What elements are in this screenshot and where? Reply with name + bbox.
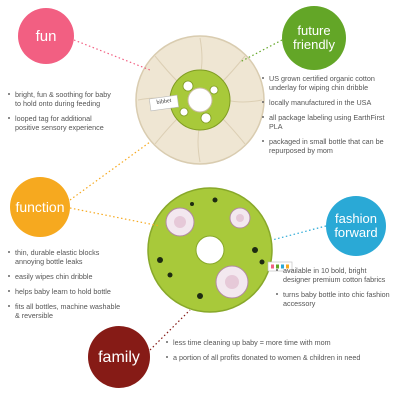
fun-title: fun bbox=[35, 27, 57, 45]
future-friendly-circle: future friendly bbox=[282, 6, 346, 70]
list-item: less time cleaning up baby = more time w… bbox=[166, 338, 366, 347]
list-item: locally manufactured in the USA bbox=[262, 98, 394, 107]
fun-bullet-list: bright, fun & soothing for baby to hold … bbox=[8, 90, 118, 138]
green-scrunchie-image bbox=[147, 187, 293, 313]
family-circle: family bbox=[88, 326, 150, 388]
future-bullet-list: US grown certified organic cotton underl… bbox=[262, 74, 394, 161]
list-item: easily wipes chin dribble bbox=[8, 272, 126, 281]
list-item: turns baby bottle into chic fashion acce… bbox=[276, 290, 394, 308]
function-connector-line bbox=[69, 141, 151, 201]
list-item: thin, durable elastic blocks annoying bo… bbox=[8, 248, 126, 266]
function-title: function bbox=[15, 198, 65, 215]
function-connector-line-2 bbox=[69, 207, 161, 227]
fashion-title-line1: fashion bbox=[335, 211, 377, 226]
function-bullet-list: thin, durable elastic blocks annoying bo… bbox=[8, 248, 126, 326]
list-item: US grown certified organic cotton underl… bbox=[262, 74, 394, 92]
list-item: looped tag for additional positive senso… bbox=[8, 114, 118, 132]
fashion-forward-circle: fashion forward bbox=[326, 196, 386, 256]
fun-circle: fun bbox=[18, 8, 74, 64]
future-title-line2: friendly bbox=[293, 37, 335, 52]
fashion-bullet-list: available in 10 bold, bright designer pr… bbox=[276, 266, 394, 314]
list-item: available in 10 bold, bright designer pr… bbox=[276, 266, 394, 284]
future-connector-line bbox=[239, 39, 283, 63]
family-title: family bbox=[98, 348, 140, 366]
family-connector-line bbox=[149, 309, 191, 351]
list-item: helps baby learn to hold bottle bbox=[8, 287, 126, 296]
family-bullet-list: less time cleaning up baby = more time w… bbox=[166, 338, 366, 368]
fashion-title-line2: forward bbox=[334, 225, 378, 240]
future-title-line1: future bbox=[297, 23, 331, 38]
list-item: fits all bottles, machine washable & rev… bbox=[8, 302, 126, 320]
list-item: all package labeling using EarthFirst PL… bbox=[262, 113, 394, 131]
fun-connector-line bbox=[73, 39, 151, 71]
function-circle: function bbox=[10, 177, 70, 237]
list-item: bright, fun & soothing for baby to hold … bbox=[8, 90, 118, 108]
cream-scrunchie-image bbox=[135, 35, 265, 165]
list-item: a portion of all profits donated to wome… bbox=[166, 353, 366, 362]
list-item: packaged in small bottle that can be rep… bbox=[262, 137, 394, 155]
fashion-connector-line bbox=[271, 225, 327, 241]
